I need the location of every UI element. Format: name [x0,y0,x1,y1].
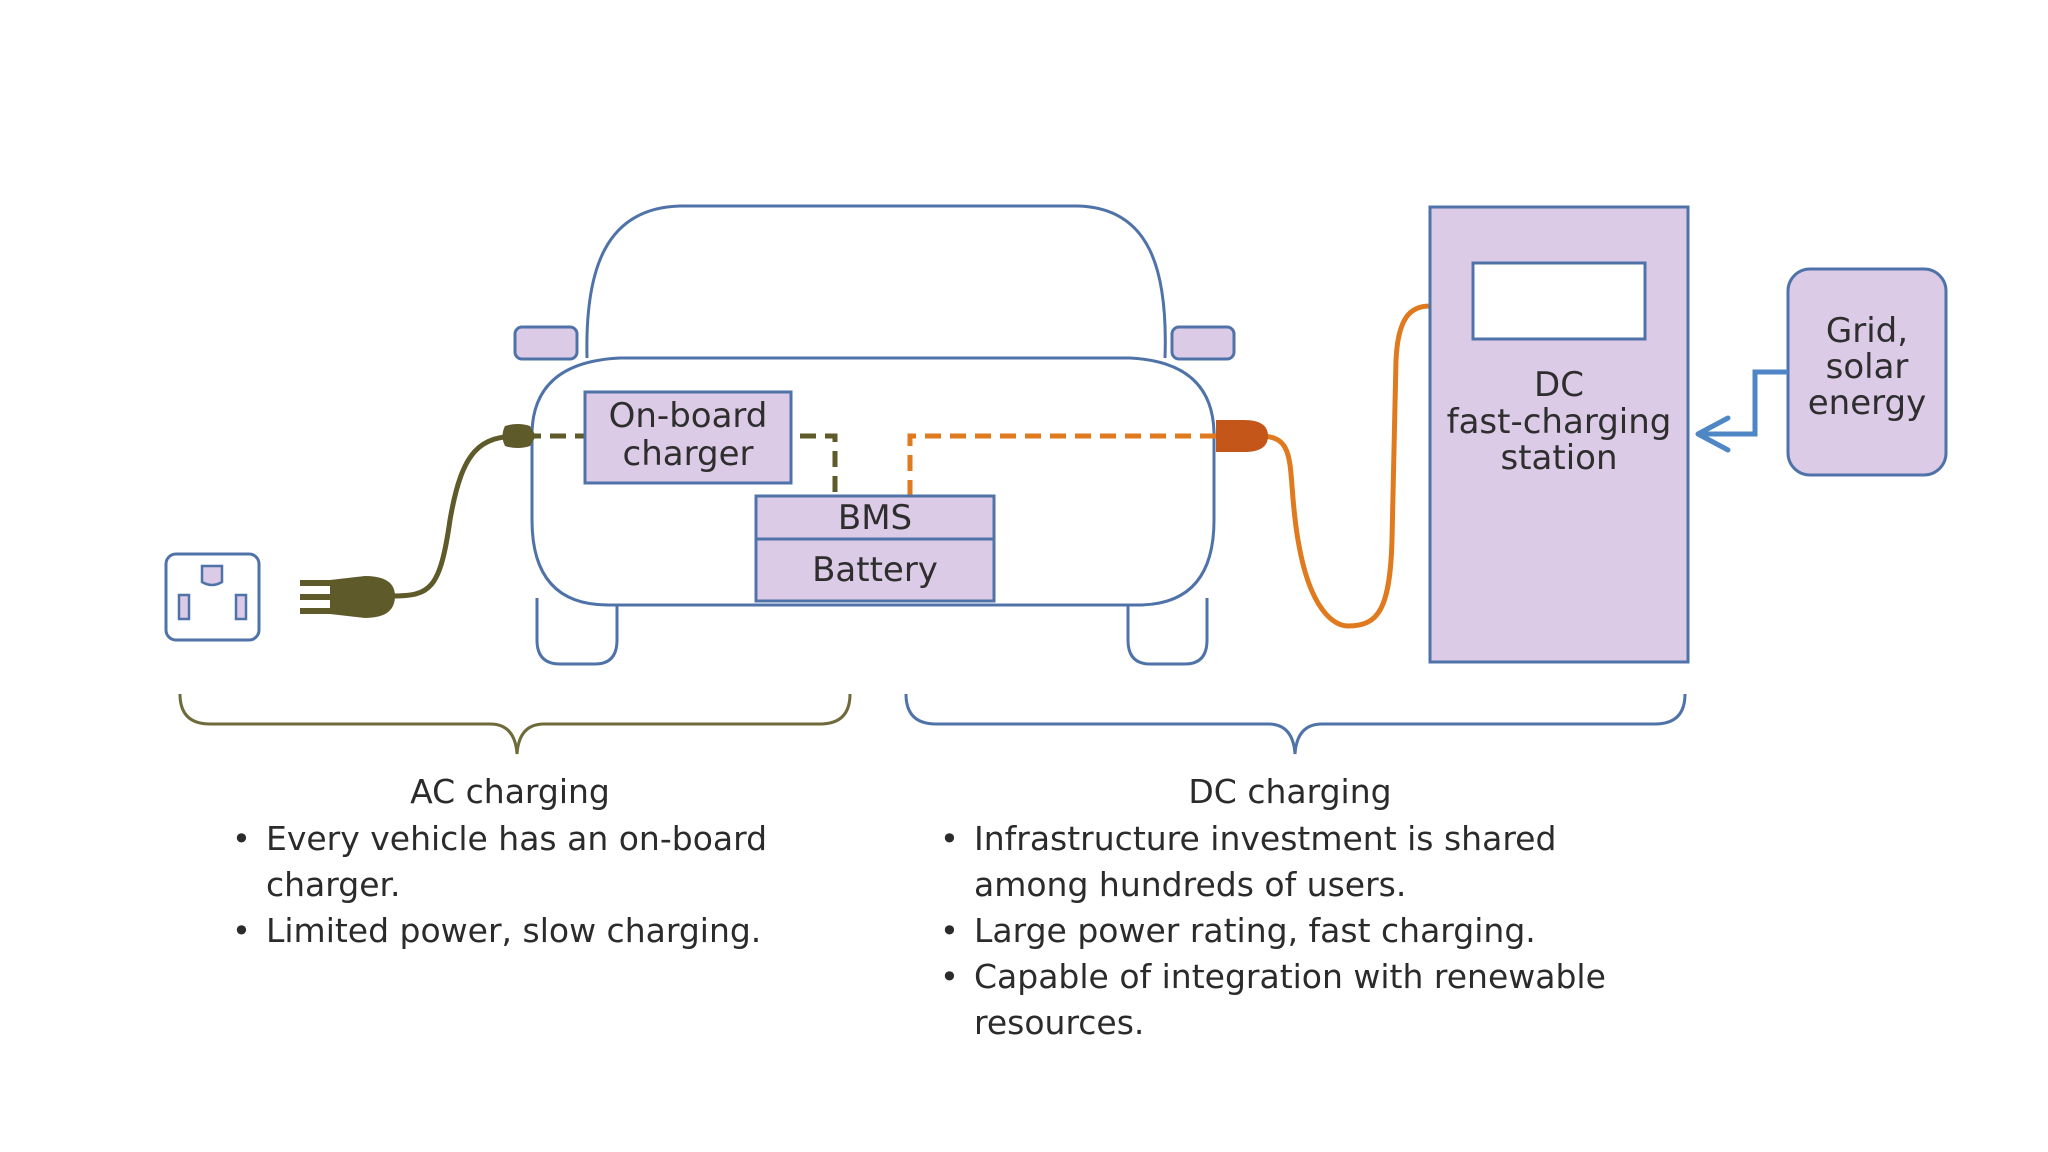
dc-charging-bullets: Infrastructure investment is shared amon… [940,816,1660,1046]
wall-outlet-icon [164,552,261,642]
dc-charging-title: DC charging [1188,772,1392,811]
grid-label-line3: energy [1808,383,1926,423]
grid-label-line2: solar [1826,347,1909,387]
bms-box [754,494,996,541]
station-label-line1: DC [1534,365,1584,405]
battery-box [754,537,996,603]
car-wheel-right [1126,598,1209,666]
bms-label: BMS [838,498,912,538]
ac-charging-title: AC charging [410,772,610,811]
station-label-line2: fast-charging [1447,402,1672,442]
ac-cable [391,433,521,599]
ac-connector [502,424,536,448]
station-label-line3: station [1500,438,1617,478]
dc-brace [904,693,1687,755]
car-wheel-left [535,598,619,666]
dc-bullet-3: Capable of integration with renewable re… [940,954,1660,1046]
onboard-charger-box [583,390,793,485]
dc-internal-wire [907,433,1228,496]
ac-brace [178,693,852,755]
dc-plug-icon [1216,420,1268,452]
dc-bullet-2: Large power rating, fast charging. [940,908,1660,954]
dc-cable [1259,303,1431,629]
battery-label: Battery [812,550,938,590]
ac-plug-icon [300,576,395,618]
ac-bullet-2: Limited power, slow charging. [232,908,822,954]
arrow-left-icon [1695,369,1788,453]
onboard-charger-label-line1: On-board [609,396,768,436]
dc-bullet-1: Infrastructure investment is shared amon… [940,816,1660,908]
dc-station-screen [1471,261,1647,341]
grid-label-line1: Grid, [1826,311,1908,351]
car-mirror-left [513,325,579,361]
car-roof [585,204,1167,359]
ac-charging-bullets: Every vehicle has an on-board charger. L… [232,816,822,954]
ac-bullet-1: Every vehicle has an on-board charger. [232,816,822,908]
car-mirror-right [1170,325,1236,361]
onboard-charger-label-line2: charger [623,434,754,474]
